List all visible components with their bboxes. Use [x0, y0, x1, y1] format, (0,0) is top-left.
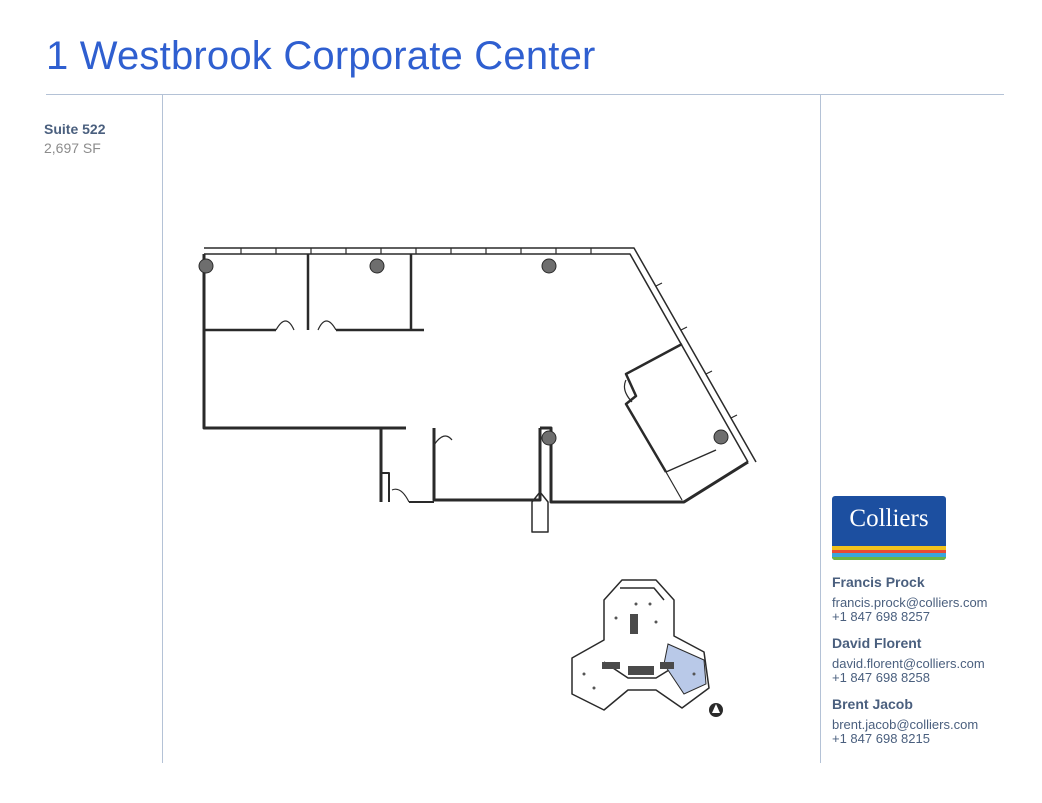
floor-plan: [198, 247, 757, 533]
logo-stripes: [832, 546, 946, 560]
contact-email[interactable]: francis.prock@colliers.com: [832, 595, 988, 610]
contact-name: Brent Jacob: [832, 696, 913, 712]
contact-name: David Florent: [832, 635, 922, 651]
right-column-divider: [820, 95, 821, 763]
contact-email[interactable]: david.florent@colliers.com: [832, 656, 985, 671]
colliers-logo: Colliers: [832, 496, 946, 560]
left-column-divider: [162, 95, 163, 763]
key-plan: [571, 579, 723, 717]
contact-phone[interactable]: +1 847 698 8257: [832, 609, 930, 624]
page-title: 1 Westbrook Corporate Center: [46, 34, 596, 78]
contact-phone[interactable]: +1 847 698 8258: [832, 670, 930, 685]
contact-phone[interactable]: +1 847 698 8215: [832, 731, 930, 746]
suite-name: Suite 522: [44, 121, 106, 137]
contact-card: Francis Prock francis.prock@colliers.com…: [832, 573, 1032, 624]
contact-list: Francis Prock francis.prock@colliers.com…: [832, 573, 1032, 756]
contact-name: Francis Prock: [832, 574, 925, 590]
header-divider: [46, 94, 1004, 95]
contact-card: David Florent david.florent@colliers.com…: [832, 634, 1032, 685]
suite-size: 2,697 SF: [44, 140, 101, 156]
contact-email[interactable]: brent.jacob@colliers.com: [832, 717, 979, 732]
contact-card: Brent Jacob brent.jacob@colliers.com +1 …: [832, 695, 1032, 746]
colliers-logo-text: Colliers: [849, 505, 929, 532]
